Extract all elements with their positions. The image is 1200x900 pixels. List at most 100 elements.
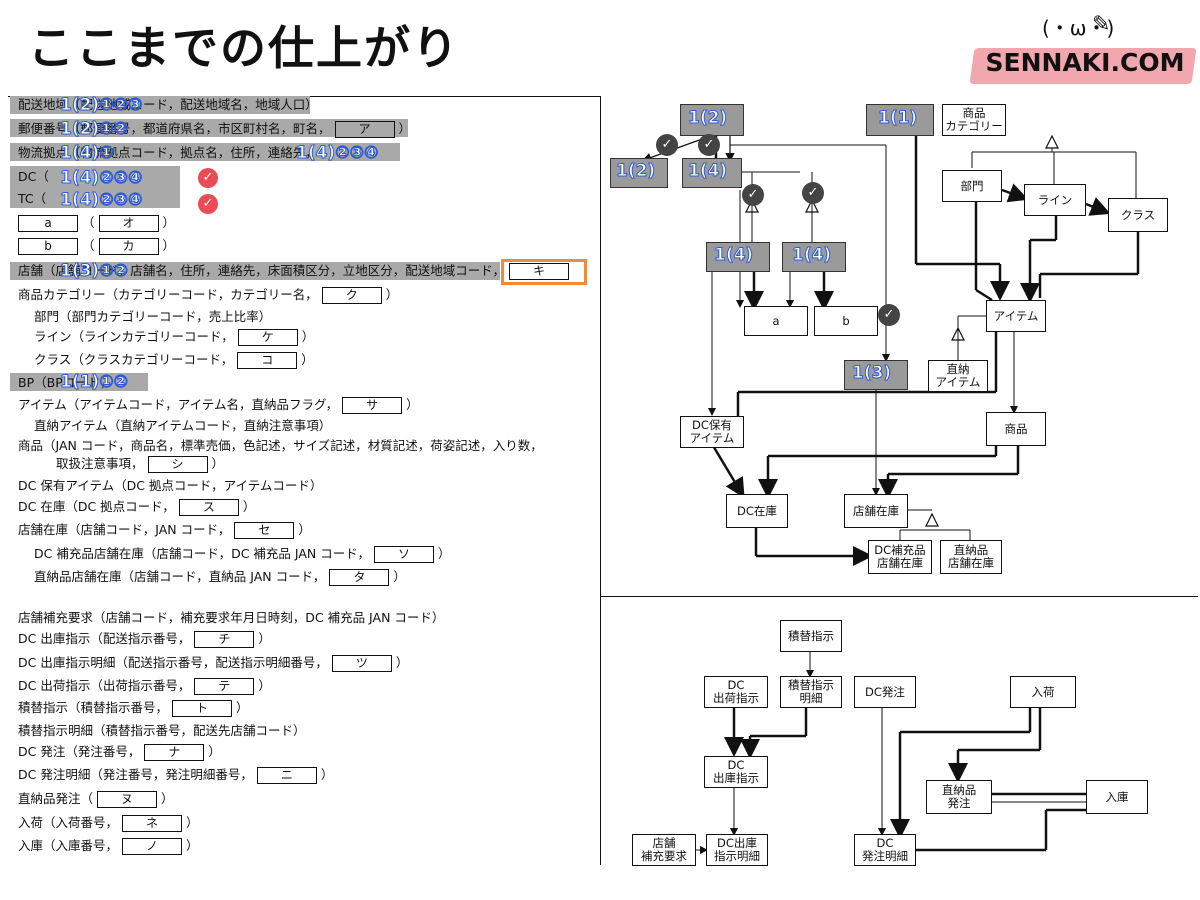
question-tag: 1(4)① xyxy=(60,143,115,164)
entity-dc-issue-detail: DC出庫指示明細 xyxy=(706,834,768,866)
row-text: DC 出庫指示（配送指示番号， xyxy=(18,631,191,646)
highlight-bar xyxy=(10,262,500,280)
row-text: DC 発注（発注番号， xyxy=(18,744,141,759)
schema-row: ライン（ラインカテゴリーコード，ケ） xyxy=(34,329,315,346)
page-title: ここまでの仕上がり xyxy=(28,21,460,75)
entity-b: b xyxy=(814,306,878,336)
entity-transship-detail: 積替指示明細 xyxy=(780,676,842,708)
row-text: 郵便番号（郵便番号，都道府県名，市区町村名，町名， xyxy=(18,121,331,136)
row-text: 入庫（入庫番号， xyxy=(18,838,119,853)
blank-box: カ xyxy=(98,238,159,255)
row-text: 積替指示（積替指示番号， xyxy=(18,700,169,715)
row-text: DC 発注明細（発注番号，発注明細番号， xyxy=(18,767,253,782)
entity-warehousing: 入庫 xyxy=(1086,780,1148,814)
highlight-bar xyxy=(10,96,310,114)
check-icon: ✓ xyxy=(698,134,720,156)
schema-row: 商品カテゴリー（カテゴリーコード，カテゴリー名，ク） xyxy=(18,287,399,304)
question-tag: 1(4) xyxy=(687,161,728,182)
schema-row: クラス（クラスカテゴリーコード，コ） xyxy=(34,352,314,369)
schema-row: 入荷（入荷番号，ネ） xyxy=(18,815,199,832)
entity-store-refill-request: 店舗補充要求 xyxy=(632,834,696,866)
schema-row: DC 補充品店舗在庫（店舗コード，DC 補充品 JAN コード，ソ） xyxy=(34,546,451,563)
row-text: アイテム（アイテムコード，アイテム名，直納品フラグ， xyxy=(18,397,339,412)
question-tag: 1(2) xyxy=(687,108,728,129)
logo: (・ω・) ✎ SENNAKI.COM xyxy=(969,12,1197,84)
entity-dc-item: DC保有アイテム xyxy=(680,416,744,448)
schema-row: 入庫（入庫番号，ノ） xyxy=(18,838,199,855)
entity-product-category: 商品カテゴリー xyxy=(942,104,1006,136)
blank-box: ク xyxy=(321,287,382,304)
check-icon: ✓ xyxy=(742,184,764,206)
blank-box: コ xyxy=(237,352,298,369)
question-tag: 1(4)②③④ xyxy=(59,168,143,189)
row-text: DC 出荷指示（出荷指示番号， xyxy=(18,678,191,693)
entity-item: アイテム xyxy=(986,300,1046,332)
blank-box: キ xyxy=(509,263,570,280)
blank-box: オ xyxy=(98,215,159,232)
question-tag: 1(1)①② xyxy=(60,372,129,393)
entity-line: ライン xyxy=(1024,184,1086,216)
question-tag: 1(2)①② xyxy=(60,119,129,140)
gray-entity xyxy=(844,360,908,390)
highlight-bar xyxy=(10,373,148,391)
question-tag: 1(3) xyxy=(851,363,892,384)
schema-row: DC（ xyxy=(18,169,49,184)
row-text: DC 在庫（DC 拠点コード， xyxy=(18,499,175,514)
schema-row: 商品（JAN コード，商品名，標準売価，色記述，サイズ記述，材質記述，荷姿記述，… xyxy=(18,438,543,453)
highlight-frame xyxy=(501,259,587,285)
schema-row: 取扱注意事項，シ） xyxy=(56,456,225,473)
schema-row: 配送地域（配送地域コード，配送地域名，地域人口） xyxy=(18,97,318,112)
brush-icon: ✎ xyxy=(1092,12,1111,37)
divider xyxy=(600,596,1198,597)
gray-entity xyxy=(782,242,846,272)
schema-row: DC 発注（発注番号，ナ） xyxy=(18,744,221,761)
check-icon: ✓ xyxy=(878,304,900,326)
blank-box: テ xyxy=(194,678,255,695)
schema-row: 店舗在庫（店舗コード，JAN コード，セ） xyxy=(18,522,311,539)
schema-row: b（カ） xyxy=(14,237,175,255)
entity-direct-item: 直納アイテム xyxy=(928,360,988,392)
entity-arrival: 入荷 xyxy=(1010,676,1076,708)
blank-box: シ xyxy=(147,456,208,473)
gray-entity xyxy=(706,242,770,272)
row-text: 入荷（入荷番号， xyxy=(18,815,119,830)
schema-row: 直納品店舗在庫（店舗コード，直納品 JAN コード，タ） xyxy=(34,569,406,586)
blank-box: ケ xyxy=(237,329,298,346)
schema-row: DC 発注明細（発注番号，発注明細番号，ニ） xyxy=(18,767,334,784)
highlight-bar xyxy=(10,143,400,161)
gray-entity xyxy=(866,104,934,136)
gray-entity xyxy=(682,158,742,188)
schema-row: TC（ xyxy=(18,191,47,206)
schema-row: BP（BPコード， xyxy=(18,375,113,390)
schema-row: 積替指示明細（積替指示番号，配送先店舗コード） xyxy=(18,723,306,738)
entity-direct-purchase: 直納品発注 xyxy=(926,780,992,814)
blank-box: b xyxy=(18,238,78,255)
row-text: クラス（クラスカテゴリーコード， xyxy=(34,352,234,367)
blank-box: ニ xyxy=(256,767,317,784)
entity-direct-store-stock: 直納品店舗在庫 xyxy=(940,540,1002,574)
entity-transship-order: 積替指示 xyxy=(780,620,842,652)
row-text: 店舗在庫（店舗コード，JAN コード， xyxy=(18,522,231,537)
blank-box: ソ xyxy=(373,546,434,563)
gray-entity xyxy=(610,158,668,188)
question-tag: 1(4) xyxy=(713,245,754,266)
blank-box: ヌ xyxy=(97,791,158,808)
question-tag: 1(3)①② xyxy=(60,261,129,282)
schema-row: 部門（部門カテゴリーコード，売上比率） xyxy=(34,309,272,324)
blank-box: チ xyxy=(194,631,255,648)
question-tag: 1(4)②③④ xyxy=(59,190,143,211)
blank-box: タ xyxy=(329,569,390,586)
schema-row: DC 出庫指示明細（配送指示番号，配送指示明細番号，ツ） xyxy=(18,655,409,672)
blank-box: ノ xyxy=(122,838,183,855)
blank-box: ス xyxy=(178,499,239,516)
blank-box: ト xyxy=(172,700,233,717)
check-icon: ✓ xyxy=(198,194,218,214)
schema-row: 店舗（店舗コード，店舗名，住所，連絡先，床面積区分，立地区分，配送地域コード，キ xyxy=(18,262,573,280)
row-text: 直納品発注（ xyxy=(18,791,94,806)
blank-box: ツ xyxy=(331,655,392,672)
row-text: 取扱注意事項， xyxy=(56,456,144,471)
blank-box: ア xyxy=(334,121,395,138)
